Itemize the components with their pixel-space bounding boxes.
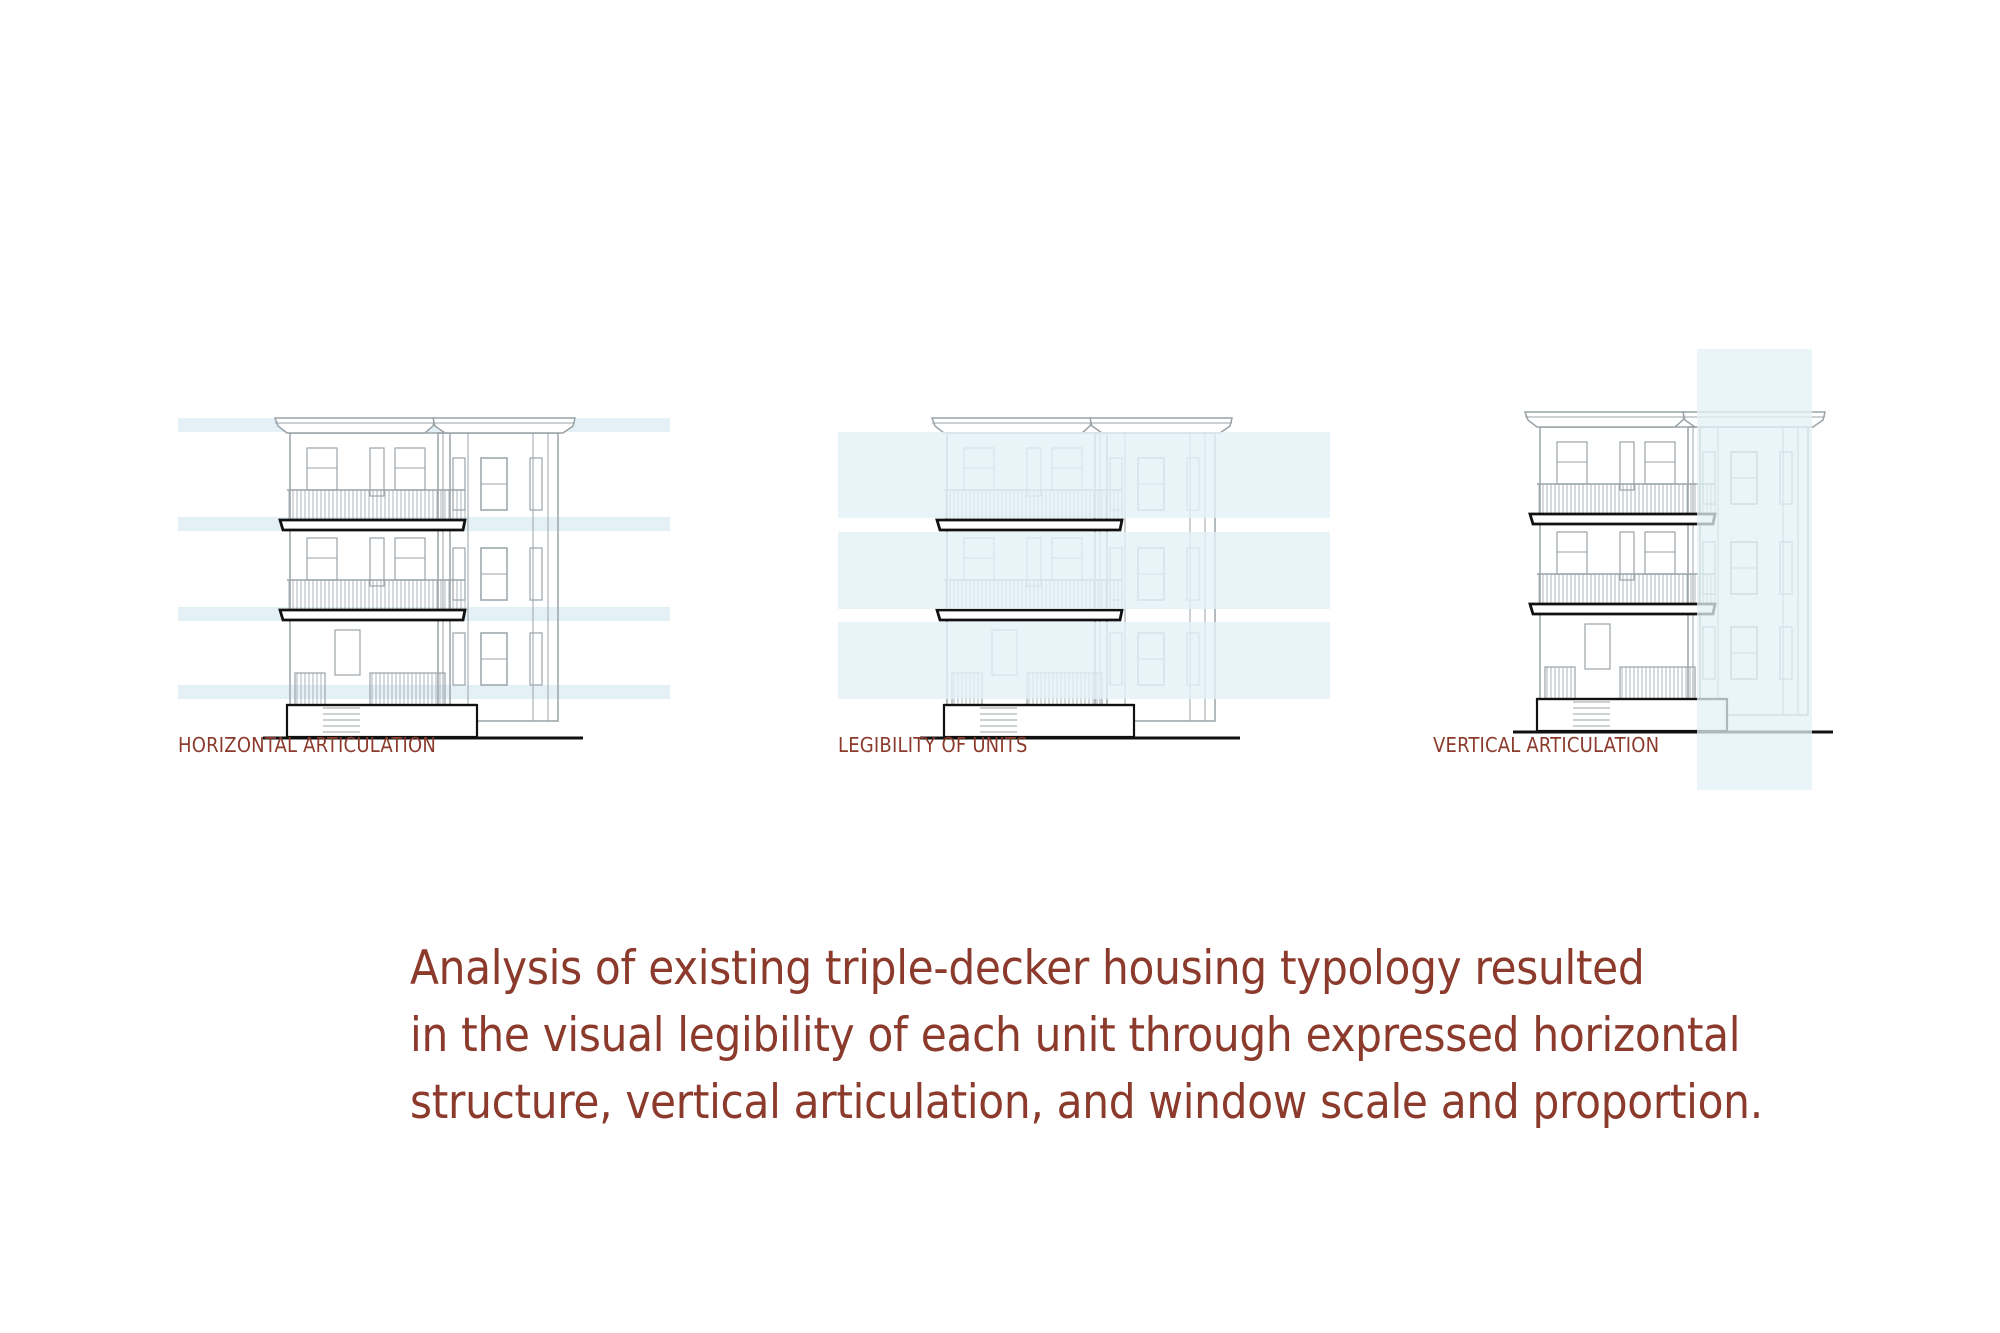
caption-vertical-articulation: VERTICAL ARTICULATION	[1433, 733, 1660, 757]
porch-window	[306, 537, 338, 581]
summary-line-3: structure, vertical articulation, and wi…	[410, 1075, 1763, 1130]
summary-line-1: Analysis of existing triple-decker housi…	[410, 941, 1645, 996]
bay-outline	[437, 432, 559, 722]
porch-door	[1619, 531, 1635, 581]
porch-window	[1556, 531, 1588, 575]
ground-door	[334, 629, 361, 676]
porch-door	[369, 537, 385, 587]
summary-paragraph: Analysis of existing triple-decker housi…	[410, 935, 1810, 1136]
floor-slab	[278, 518, 467, 532]
ground-door	[1584, 623, 1611, 670]
bay-side-window	[452, 457, 466, 511]
bay-side-window	[529, 632, 543, 686]
ground-railing-right	[1619, 666, 1696, 700]
bay-side-window	[452, 547, 466, 601]
porch-door	[369, 447, 385, 497]
bay-side-window	[452, 632, 466, 686]
porch-window	[1644, 531, 1676, 575]
porch-window	[1644, 441, 1676, 485]
main-cornice	[930, 417, 1093, 434]
caption-legibility-of-units: LEGIBILITY OF UNITS	[838, 733, 1028, 757]
bay-cornice	[1089, 417, 1233, 434]
summary-line-2: in the visual legibility of each unit th…	[410, 1008, 1741, 1063]
porch-window	[394, 447, 426, 491]
bay-side-window	[529, 547, 543, 601]
porch-window	[394, 537, 426, 581]
main-cornice	[273, 417, 436, 434]
bay-cornice	[432, 417, 576, 434]
main-cornice	[1523, 411, 1686, 428]
floor-slab	[935, 518, 1124, 532]
porch-window	[306, 447, 338, 491]
floor-slab	[1528, 512, 1717, 526]
floor-slab	[935, 608, 1124, 622]
floor-slab	[278, 608, 467, 622]
foundation	[1535, 697, 1729, 733]
triple-decker-elevation	[263, 417, 583, 740]
ground-railing-left	[1544, 666, 1576, 700]
vertical-articulation-band	[1697, 349, 1812, 790]
porch-door	[1619, 441, 1635, 491]
porch-window	[1556, 441, 1588, 485]
vertical-articulation-diagram	[1513, 349, 1833, 790]
legibility-of-units-diagram	[838, 417, 1330, 740]
floor-slab	[1528, 602, 1717, 616]
unit-highlight-block	[838, 622, 1330, 699]
caption-horizontal-articulation: HORIZONTAL ARTICULATION	[178, 733, 437, 757]
unit-highlight-block	[838, 432, 1330, 518]
unit-highlight-block	[838, 532, 1330, 609]
horizontal-articulation-diagram	[178, 417, 670, 740]
bay-side-window	[529, 457, 543, 511]
